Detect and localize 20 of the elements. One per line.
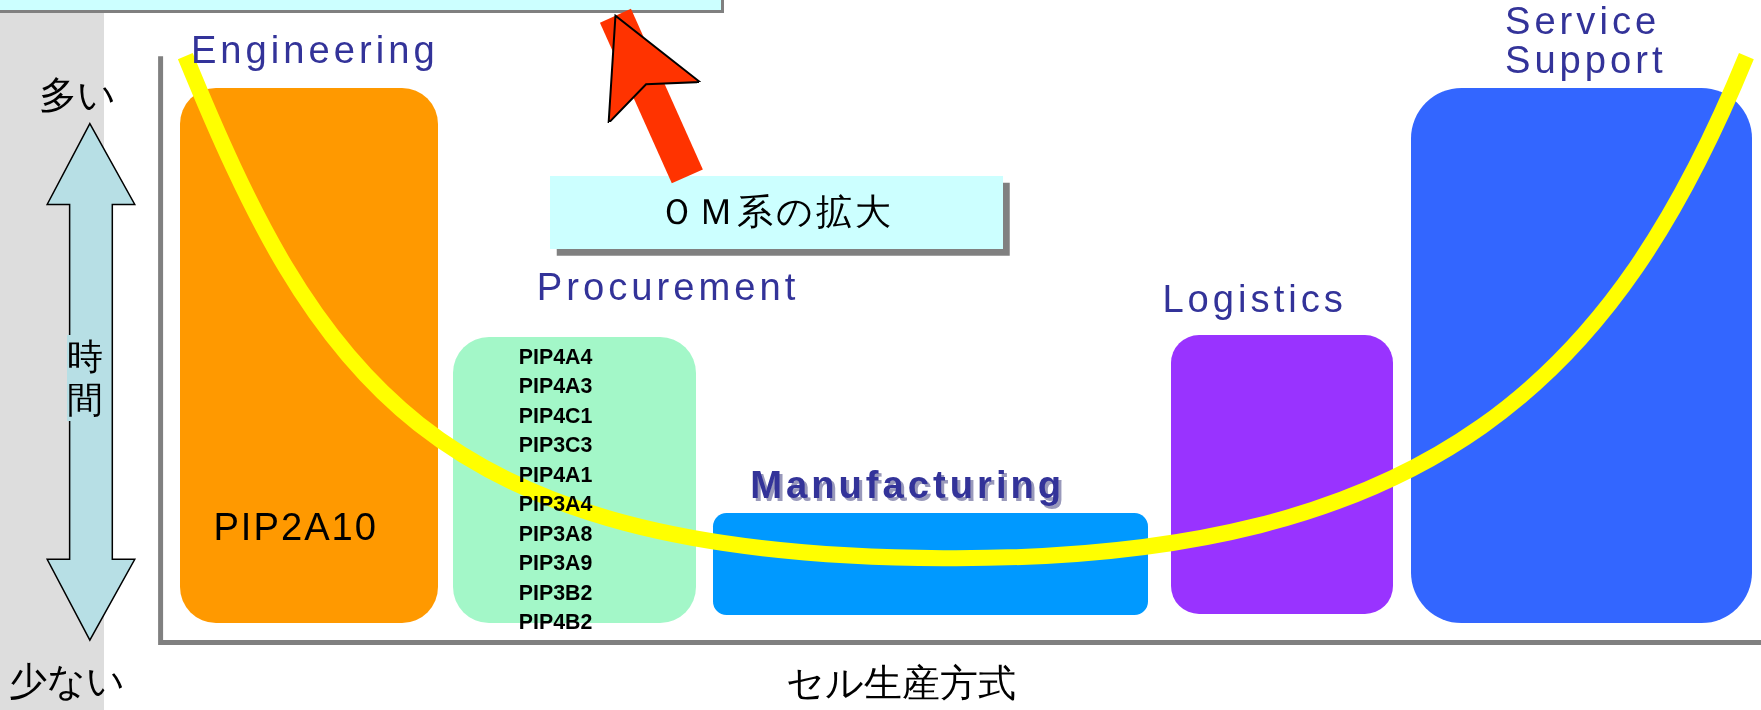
category-heading: Engineering	[190, 28, 439, 72]
category-heading: Logistics	[1162, 277, 1347, 322]
code-label: PIP4B2	[518, 609, 593, 637]
code-label: PIP4C1	[518, 402, 593, 430]
code-label: PIP4A1	[518, 461, 593, 489]
code-label: PIP3A9	[518, 550, 593, 578]
code-label: PIP3A8	[518, 520, 593, 548]
code-label: PIP3B2	[518, 579, 593, 607]
axis-label: セル生産方式	[786, 660, 1017, 707]
code-label: PIP4A3	[518, 373, 593, 401]
block-arrow	[599, 8, 703, 184]
axis-label: 多い	[39, 71, 117, 118]
category-heading: Procurement	[536, 265, 800, 309]
code-label: PIP3C3	[518, 432, 593, 460]
axis-label: 少ない	[9, 657, 125, 704]
category-heading: Manufacturing	[750, 462, 1066, 507]
category-heading: Service Support	[1504, 2, 1668, 81]
code-label: PIP4A4	[518, 343, 593, 371]
box-text: ＯＭ系の拡大	[659, 190, 895, 235]
code-label: PIP2A10	[213, 505, 379, 550]
